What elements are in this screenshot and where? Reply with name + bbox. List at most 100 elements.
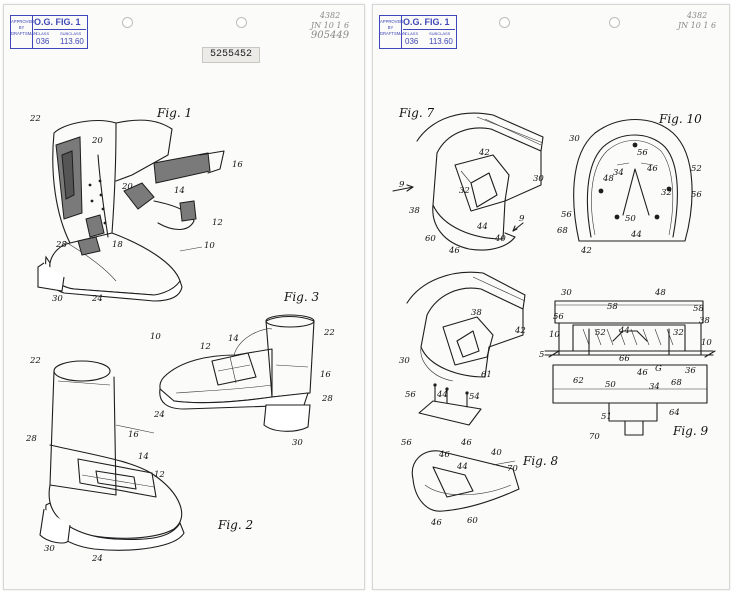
reference-numeral: 68: [557, 226, 568, 236]
reference-numeral: 34: [613, 168, 624, 178]
reference-numeral: 56: [561, 210, 572, 220]
reference-numeral: 22: [29, 356, 41, 366]
reference-numeral: 30: [52, 294, 63, 304]
reference-numeral: 32: [673, 328, 684, 338]
reference-numeral: 46: [430, 518, 442, 528]
fig-9-cross-section: [544, 300, 716, 436]
reference-numeral: 16: [128, 430, 139, 440]
reference-numeral: 44: [618, 326, 630, 336]
reference-numeral: 5: [539, 350, 544, 360]
stamp-fig-label: O.G. FIG. 1: [34, 17, 81, 27]
reference-numeral: 10: [701, 338, 712, 348]
handwritten-notes: 4382 JN 10 1 6 905449: [310, 11, 350, 41]
reference-numeral: 44: [436, 390, 448, 400]
reference-numeral: 52: [691, 164, 702, 174]
reference-numeral: 60: [467, 516, 478, 526]
fig-8-exploded-heel: [406, 271, 526, 512]
reference-numeral: 24: [153, 410, 165, 420]
reference-numeral: 50: [605, 380, 616, 390]
stamp-class-row: CLASS SUBCLASS 036 113.60: [403, 29, 455, 49]
reference-numeral: 24: [91, 554, 103, 564]
fig-1-label: Fig. 1: [156, 106, 192, 120]
fig-7-heel-section: [392, 112, 544, 251]
reference-numeral: 46: [460, 438, 472, 448]
punch-hole: [236, 17, 247, 28]
reference-numeral: 28: [25, 434, 37, 444]
fig-9-reference-numerals: 30 58 48 56 58 38 10 52 44 32 10 5 66 46…: [539, 288, 712, 442]
reference-numeral: 12: [212, 218, 223, 228]
reference-numeral: 40: [494, 234, 506, 244]
reference-numeral: 20: [121, 182, 133, 192]
fig-10-reference-numerals: 30 34 56 46 52 48 32 56 50 56 68 44 42: [557, 134, 702, 256]
fig-2-boot: [39, 360, 185, 551]
reference-numeral: 46: [448, 246, 460, 256]
reference-numeral: 28: [55, 240, 67, 250]
fig-3-boot: [159, 314, 315, 432]
reference-numeral: 46: [646, 164, 658, 174]
reference-numeral: 12: [154, 470, 165, 480]
reference-numeral: 14: [138, 452, 149, 462]
reference-numeral: 16: [320, 370, 331, 380]
fig-10-heel-bottom: [573, 118, 693, 242]
reference-numeral: 30: [44, 544, 55, 554]
reference-numeral: 10: [150, 332, 161, 342]
left-drawing-sheet: APPROVED BY DRAFTSMAN O.G. FIG. 1 CLASS …: [3, 4, 365, 590]
reference-numeral: 51: [601, 412, 612, 422]
reference-numeral: 42: [580, 246, 592, 256]
reference-numeral: 9: [399, 180, 405, 190]
fig-1-reference-numerals: 22 20 16 20 14 12 18 10 28 30 24: [29, 114, 243, 304]
reference-numeral: 38: [409, 206, 420, 216]
reference-numeral: 20: [91, 136, 103, 146]
patent-number-label: 5255452: [202, 47, 260, 63]
reference-numeral: 14: [228, 334, 239, 344]
reference-numeral: 46: [636, 368, 648, 378]
right-sheet-drawings: Fig. 7 42 9 32 30 38 44 40 9 60 46: [392, 106, 716, 528]
stamp-class-value: 036: [405, 37, 419, 46]
reference-numeral: 30: [533, 174, 544, 184]
reference-numeral: 42: [514, 326, 526, 336]
reference-numeral: 32: [661, 188, 672, 198]
reference-numeral: 30: [292, 438, 303, 448]
reference-numeral: 68: [671, 378, 682, 388]
stamp-class-value: 036: [36, 37, 50, 46]
reference-numeral: 66: [619, 354, 630, 364]
reference-numeral: 48: [602, 174, 614, 184]
stamp-subclass-value: 113.60: [60, 37, 84, 46]
punch-hole: [499, 17, 510, 28]
reference-numeral: 32: [459, 186, 470, 196]
stamp-subclass-value: 113.60: [429, 37, 453, 46]
reference-numeral: 50: [625, 214, 636, 224]
stamp-approved-text: APPROVED BY DRAFTSMAN: [11, 16, 37, 48]
fig-2-reference-numerals: 22 16 28 14 12 30 24: [25, 356, 165, 564]
reference-numeral: 64: [669, 408, 680, 418]
reference-numeral: 56: [691, 190, 702, 200]
reference-numeral: 24: [91, 294, 103, 304]
stamp-class-row: CLASS SUBCLASS 036 113.60: [34, 29, 86, 49]
fig-7-reference-numerals: 42 9 32 30 38 44 40 9 60 46: [399, 148, 544, 256]
right-drawing-sheet: APPROVED BY DRAFTSMAN O.G. FIG. 1 CLASS …: [372, 4, 730, 590]
reference-numeral: 18: [112, 240, 123, 250]
reference-numeral: 56: [553, 312, 564, 322]
reference-numeral: 62: [573, 376, 584, 386]
reference-numeral: 42: [478, 148, 490, 158]
reference-numeral: 70: [507, 464, 518, 474]
fig-2-label: Fig. 2: [217, 518, 253, 532]
reference-numeral: 12: [200, 342, 211, 352]
punch-hole: [122, 17, 133, 28]
reference-numeral: 10: [549, 330, 560, 340]
reference-numeral: 44: [476, 222, 488, 232]
reference-numeral: 16: [232, 160, 243, 170]
fig-7-label: Fig. 7: [398, 106, 434, 120]
fig-10-label: Fig. 10: [658, 112, 702, 126]
fig-3-reference-numerals: 10 12 14 22 16 28 24 30: [150, 328, 335, 448]
reference-numeral: 38: [699, 316, 710, 326]
reference-numeral: 9: [519, 214, 525, 224]
fig-8-reference-numerals: 38 42 30 61 56 44 54 56 46 46 40 44 70 4…: [399, 308, 526, 528]
fig-9-label: Fig. 9: [672, 424, 708, 438]
reference-numeral: 36: [685, 366, 696, 376]
reference-numeral: 22: [29, 114, 41, 124]
reference-numeral: 56: [401, 438, 412, 448]
fig-3-label: Fig. 3: [283, 290, 319, 304]
reference-numeral: 10: [204, 241, 215, 251]
